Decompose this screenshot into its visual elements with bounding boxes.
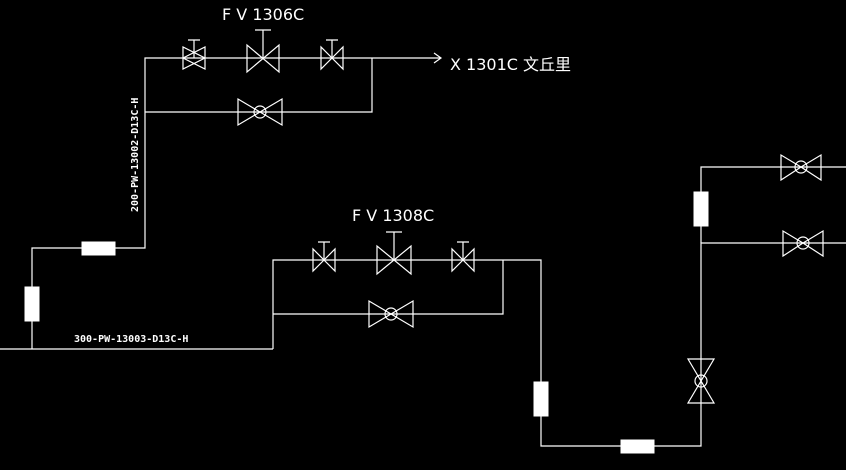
lower-control-valve-fv1308 — [376, 231, 412, 276]
valve-triangle-top — [686, 358, 716, 383]
valve-triangle-right — [258, 97, 283, 127]
valve-triangle-right — [799, 153, 822, 182]
flow-element-lower-vertical — [533, 381, 549, 417]
lower-bypass-line — [273, 260, 504, 315]
valve-ball — [794, 160, 808, 174]
flow-element-left-vertical — [24, 286, 40, 322]
upper-block-valve-1 — [181, 39, 207, 70]
valve-triangle-left — [320, 45, 333, 71]
actuator-stem — [255, 29, 271, 58]
flow-element-bottom-horizontal — [620, 439, 655, 454]
valve-triangle-right — [262, 43, 280, 74]
valve-ball — [694, 374, 708, 388]
lower-bypass-ball-valve — [368, 299, 414, 329]
flow-element-right-vertical — [693, 191, 709, 227]
valve-triangle-left — [451, 247, 464, 273]
right-upper-branch — [700, 166, 846, 243]
lower-block-valve-1 — [312, 241, 336, 273]
valve-triangle-right — [389, 299, 414, 329]
right-lower-ball-valve — [782, 229, 824, 258]
valve-triangle-left — [368, 299, 393, 329]
left-riser-line — [31, 57, 430, 349]
upper-bypass-line — [145, 58, 373, 113]
valve-triangle-right — [801, 229, 824, 258]
valve-stem — [318, 241, 330, 260]
right-riser-ball-valve — [686, 358, 716, 404]
flow-element-left-horizontal — [81, 241, 116, 256]
right-upper-ball-valve — [780, 153, 822, 182]
valve-ball — [796, 236, 810, 250]
valve-triangle-left — [312, 247, 325, 273]
actuator-stem — [386, 231, 402, 260]
tag-fv1308: F V 1308C — [352, 206, 434, 225]
line-label-horizontal: 300-PW-13003-D13C-H — [74, 334, 188, 345]
valve-stem — [188, 39, 200, 58]
tag-fv1306: F V 1306C — [222, 5, 304, 24]
line-label-vertical: 200-PW-13002-D13C-H — [130, 98, 141, 212]
valve-triangle-bottom — [686, 379, 716, 404]
tag-destination: X 1301C 文丘里 — [450, 55, 571, 74]
valve-stem — [326, 39, 338, 58]
valve-triangle-left — [782, 229, 805, 258]
valve-stem — [457, 241, 469, 260]
upper-control-valve-fv1306 — [246, 29, 280, 74]
valve-triangle-left — [376, 244, 395, 276]
destination-arrow — [430, 52, 443, 64]
valve-ball — [384, 307, 398, 321]
lower-block-valve-2 — [451, 241, 475, 273]
valve-triangle-right — [462, 247, 475, 273]
valve-triangle-left — [237, 97, 262, 127]
valve-triangle-right — [331, 45, 344, 71]
valve-ball — [253, 105, 267, 119]
upper-bypass-ball-valve — [237, 97, 283, 127]
valve-triangle-left — [780, 153, 803, 182]
valve-triangle-right — [323, 247, 336, 273]
upper-block-valve-2 — [320, 39, 344, 71]
inlet-piping — [0, 57, 430, 350]
valve-triangle-left — [246, 43, 264, 74]
valve-triangle-right — [393, 244, 412, 276]
